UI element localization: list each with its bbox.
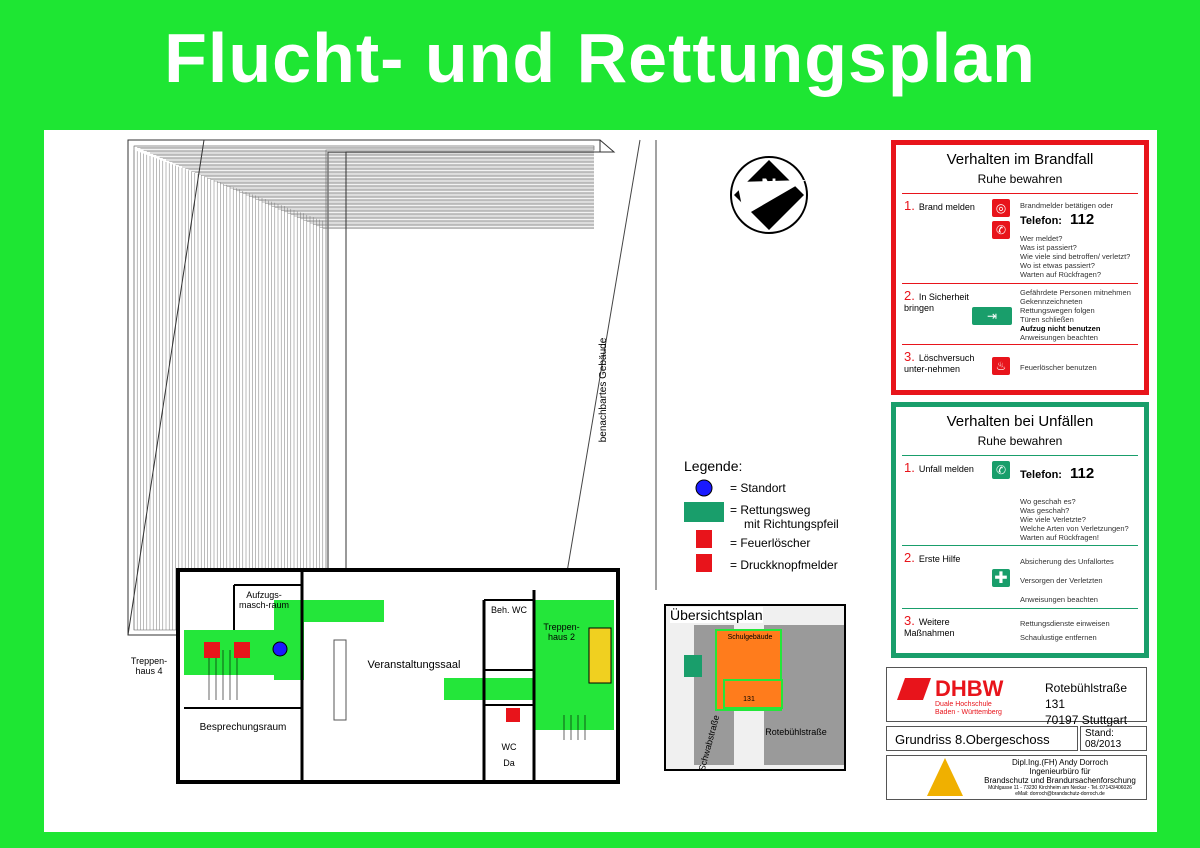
room-besprechung: Besprechungsraum bbox=[199, 722, 287, 733]
unfall-sub: Ruhe bewahren bbox=[977, 434, 1063, 448]
legend-heading: Legende: bbox=[684, 458, 743, 474]
feuerloescher-icon: ♨ bbox=[992, 357, 1010, 375]
feuerloescher-icon-plan-2 bbox=[506, 708, 520, 722]
legend-item-richtungspfeil: mit Richtungspfeil bbox=[744, 517, 839, 531]
brandfall-step-3: 3.Löschversuch unter-nehmen bbox=[904, 349, 975, 374]
phone-icon-green: ✆ bbox=[992, 461, 1010, 479]
room-aufzug: Aufzugs-masch-raum bbox=[238, 590, 289, 610]
brandfall-step-2: 2.In Sicherheit bringen bbox=[904, 288, 969, 313]
overview-map bbox=[664, 604, 846, 771]
room-wc: WC bbox=[501, 742, 517, 752]
author-text: Dipl.Ing.(FH) Andy Dorroch Ingenieurbüro… bbox=[984, 758, 1136, 797]
overview-number: 131 bbox=[743, 696, 755, 703]
plan-area: Aufzugs-masch-raum Veranstaltungssaal Be… bbox=[44, 130, 1157, 832]
compass-letter: N bbox=[761, 174, 777, 199]
neighbour-line bbox=[563, 139, 641, 591]
standort-marker bbox=[272, 641, 288, 657]
author-logo-icon bbox=[927, 758, 963, 796]
unfall-telefon: Telefon:112 bbox=[1020, 465, 1095, 482]
room-saal: Veranstaltungssaal bbox=[367, 659, 461, 671]
room-behwc: Beh. WC bbox=[490, 605, 527, 615]
brandfall-questions: Wer meldet? Was ist passiert? Wie viele … bbox=[1020, 234, 1131, 279]
legend-item-feuerloescher: = Feuerlöscher bbox=[730, 536, 811, 550]
feuerloescher-icon-plan bbox=[234, 642, 250, 658]
brandfall-sub: Ruhe bewahren bbox=[977, 172, 1063, 186]
roof-outline bbox=[128, 139, 616, 635]
legend-rettungsweg-icon bbox=[684, 502, 724, 522]
compass-icon bbox=[730, 156, 808, 234]
unfall-step-2-lines: Absicherung des Unfallortes Versorgen de… bbox=[1020, 557, 1114, 604]
room-treppe4: Treppen-haus 4 bbox=[130, 656, 168, 676]
phone-icon: ✆ bbox=[992, 221, 1010, 239]
plan-name: Grundriss 8.Obergeschoss bbox=[886, 726, 1078, 751]
legend-druckknopf-icon bbox=[696, 554, 712, 572]
unfall-heading: Verhalten bei Unfällen bbox=[946, 413, 1094, 430]
brandfall-step-2-lines: Gefährdete Personen mitnehmen Gekennzeic… bbox=[1020, 288, 1131, 342]
legend-feuerloescher-icon bbox=[696, 530, 712, 548]
room-treppe2: Treppen-haus 2 bbox=[543, 622, 580, 642]
author-block: Dipl.Ing.(FH) Andy Dorroch Ingenieurbüro… bbox=[886, 755, 1147, 800]
brandfall-heading: Verhalten im Brandfall bbox=[946, 151, 1094, 168]
legend-item-druckknopf: = Druckknopfmelder bbox=[730, 558, 838, 572]
rettungsweg-icon: ⇥ bbox=[972, 307, 1012, 325]
stand: Stand:08/2013 bbox=[1080, 726, 1147, 751]
floor-plan-building bbox=[176, 568, 620, 784]
unfall-box: Verhalten bei Unfällen Ruhe bewahren 1.U… bbox=[891, 402, 1149, 658]
unfall-step-3: 3.Weitere Maßnahmen bbox=[904, 613, 955, 638]
first-aid-icon: ✚ bbox=[992, 569, 1010, 587]
overview-heading: Übersichtsplan bbox=[670, 607, 763, 623]
unfall-step-1: 1.Unfall melden bbox=[904, 460, 974, 475]
unfall-questions: Wo geschah es? Was geschah? Wie viele Ve… bbox=[1020, 497, 1129, 542]
unfall-step-3-lines: Rettungsdienste einweisen Schaulustige e… bbox=[1020, 619, 1110, 642]
overview-building: Schulgebäude bbox=[727, 634, 773, 641]
brandfall-step-1-line: Brandmelder betätigen oder bbox=[1020, 201, 1113, 210]
logo-text: DHBW bbox=[935, 676, 1004, 701]
legend-standort-icon bbox=[695, 479, 713, 497]
page-title: Flucht- und Rettungsplan bbox=[164, 19, 1036, 97]
legend-item-standort: = Standort bbox=[730, 481, 786, 495]
brandfall-step-3-line: Feuerlöscher benutzen bbox=[1020, 363, 1097, 372]
overview-street2: Rotebühlstraße bbox=[765, 727, 827, 737]
floor-plan-drawing bbox=[127, 139, 846, 784]
brandfall-telefon: Telefon:112 bbox=[1020, 211, 1095, 228]
room-nachbar: benachbartes Gebäude bbox=[598, 337, 609, 443]
legend-item-rettungsweg: = Rettungsweg bbox=[730, 503, 811, 517]
brandfall-step-1: 1.Brand melden bbox=[904, 198, 975, 213]
druckknopfmelder-icon bbox=[204, 642, 220, 658]
brandfall-box: Verhalten im Brandfall Ruhe bewahren 1.B… bbox=[891, 140, 1149, 395]
room-da: Da bbox=[503, 758, 515, 768]
neighbour-building-hatch bbox=[127, 139, 601, 636]
unfall-step-2: 2.Erste Hilfe bbox=[904, 550, 961, 565]
druckknopf-icon: ◎ bbox=[992, 199, 1010, 217]
dhbw-logo-icon bbox=[896, 678, 932, 700]
